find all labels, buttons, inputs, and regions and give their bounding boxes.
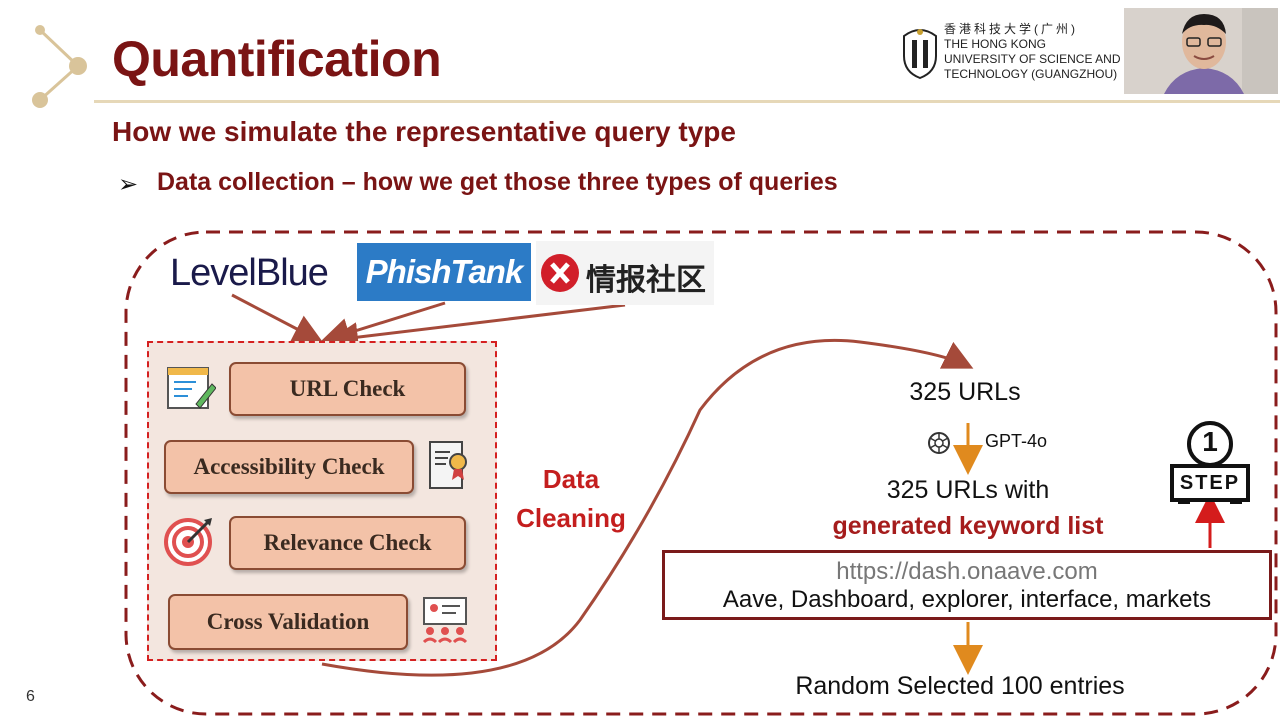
university-chinese-name: 香港科技大学(广州) bbox=[944, 22, 1078, 36]
phishtank-logo: PhishTank bbox=[357, 243, 531, 301]
slide-subtitle: How we simulate the representative query… bbox=[112, 116, 736, 147]
team-presentation-icon bbox=[422, 597, 468, 644]
target-icon bbox=[164, 518, 212, 566]
cross-validation-step: Cross Validation bbox=[168, 594, 408, 650]
x-circle-icon bbox=[541, 254, 579, 292]
openai-icon bbox=[928, 432, 950, 454]
example-url: https://dash.onaave.com bbox=[836, 558, 1098, 585]
pipeline-dashed-border bbox=[147, 341, 497, 661]
data-cleaning-line-2: Cleaning bbox=[516, 503, 626, 533]
bullet-arrow-icon: ➢ bbox=[118, 171, 139, 198]
page-number: 6 bbox=[26, 688, 35, 705]
model-label: GPT-4o bbox=[985, 431, 1048, 451]
result-label: 325 URLs with bbox=[886, 476, 1050, 504]
step-number: 1 bbox=[1202, 426, 1218, 457]
university-line-2: UNIVERSITY OF SCIENCE AND bbox=[944, 52, 1121, 66]
step-text: STEP bbox=[1179, 472, 1241, 494]
example-entry-box: https://dash.onaave.com Aave, Dashboard,… bbox=[662, 550, 1272, 620]
university-name: 香港科技大学(广州) THE HONG KONG UNIVERSITY OF S… bbox=[944, 22, 1120, 82]
url-check-step: URL Check bbox=[229, 362, 466, 416]
university-line-1: THE HONG KONG bbox=[944, 37, 1047, 51]
data-cleaning-label: Data Cleaning bbox=[506, 460, 636, 538]
relevance-check-step: Relevance Check bbox=[229, 516, 466, 570]
accessibility-check-step: Accessibility Check bbox=[164, 440, 414, 494]
data-cleaning-line-1: Data bbox=[542, 464, 600, 494]
outer-dashed-container bbox=[124, 230, 1278, 716]
molecule-decoration-icon bbox=[32, 25, 87, 108]
presenter-avatar-icon bbox=[1124, 8, 1278, 94]
intel-community-logo: 情报社区 bbox=[536, 241, 714, 305]
levelblue-logo: LevelBlue bbox=[170, 252, 329, 294]
example-keywords: Aave, Dashboard, explorer, interface, ma… bbox=[722, 586, 1212, 613]
keyword-list-label: generated keyword list bbox=[832, 512, 1104, 540]
slide-title: Quantification bbox=[112, 31, 442, 87]
title-divider bbox=[94, 100, 1280, 103]
certificate-icon bbox=[429, 441, 467, 489]
document-edit-icon bbox=[167, 367, 216, 409]
university-line-3: TECHNOLOGY (GUANGZHOU) bbox=[944, 67, 1118, 81]
step-one-icon: 1 STEP bbox=[1168, 420, 1252, 506]
university-crest-icon bbox=[903, 29, 937, 80]
bullet-text: Data collection – how we get those three… bbox=[157, 168, 838, 196]
presenter-webcam bbox=[1124, 8, 1278, 94]
url-count-label: 325 URLs bbox=[909, 378, 1021, 406]
step-badge-graphic bbox=[1170, 421, 1250, 504]
random-selection-label: Random Selected 100 entries bbox=[795, 672, 1125, 700]
intel-community-label: 情报社区 bbox=[586, 264, 706, 297]
